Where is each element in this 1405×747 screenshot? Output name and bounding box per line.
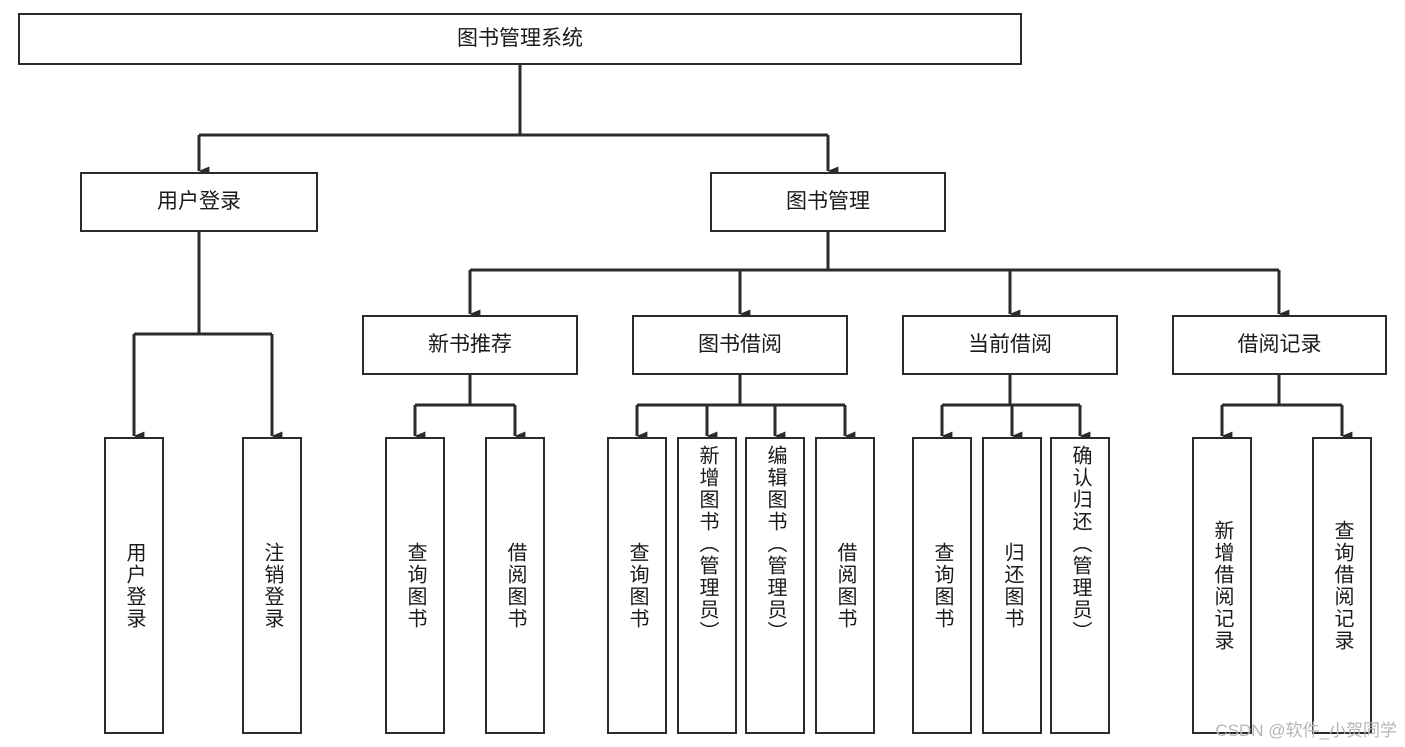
node-current-borrow[interactable]: 当前借阅 (902, 315, 1118, 375)
node-borrow-record[interactable]: 借阅记录 (1172, 315, 1387, 375)
leaf-add-borrow-record-label: 新增借阅记录 (1211, 519, 1233, 652)
leaf-query-book-current[interactable]: 查询图书 (912, 437, 972, 734)
node-new-book-recommend[interactable]: 新书推荐 (362, 315, 578, 375)
node-book-manage[interactable]: 图书管理 (710, 172, 946, 232)
node-user-login-label: 用户登录 (157, 189, 241, 213)
leaf-query-book-recommend[interactable]: 查询图书 (385, 437, 445, 734)
leaf-add-borrow-record[interactable]: 新增借阅记录 (1192, 437, 1252, 734)
node-book-borrow-label: 图书借阅 (698, 332, 782, 356)
leaf-borrow-book-recommend[interactable]: 借阅图书 (485, 437, 545, 734)
node-root-system[interactable]: 图书管理系统 (18, 13, 1022, 65)
leaf-confirm-return-admin-label: 确认归还（管理员） (1069, 445, 1091, 643)
leaf-borrow-book-label: 借阅图书 (834, 541, 856, 630)
leaf-query-borrow-record-label: 查询借阅记录 (1331, 519, 1353, 652)
csdn-watermark: CSDN @软件_小贺同学 (1215, 721, 1397, 740)
leaf-query-borrow-record[interactable]: 查询借阅记录 (1312, 437, 1372, 734)
node-borrow-record-label: 借阅记录 (1237, 332, 1322, 356)
leaf-edit-book-admin[interactable]: 编辑图书（管理员） (745, 437, 805, 734)
leaf-return-book[interactable]: 归还图书 (982, 437, 1042, 734)
node-current-borrow-label: 当前借阅 (968, 332, 1052, 356)
leaf-logout[interactable]: 注销登录 (242, 437, 302, 734)
leaf-query-book[interactable]: 查询图书 (607, 437, 667, 734)
node-root-label: 图书管理系统 (457, 26, 583, 50)
node-book-borrow[interactable]: 图书借阅 (632, 315, 848, 375)
leaf-user-login[interactable]: 用户登录 (104, 437, 164, 734)
leaf-borrow-book[interactable]: 借阅图书 (815, 437, 875, 734)
leaf-confirm-return-admin[interactable]: 确认归还（管理员） (1050, 437, 1110, 734)
node-new-book-recommend-label: 新书推荐 (428, 332, 512, 356)
leaf-query-book-recommend-label: 查询图书 (404, 541, 426, 630)
leaf-logout-label: 注销登录 (261, 541, 283, 630)
leaf-borrow-book-recommend-label: 借阅图书 (504, 541, 526, 630)
leaf-query-book-label: 查询图书 (626, 541, 648, 630)
leaf-query-book-current-label: 查询图书 (931, 541, 953, 630)
leaf-user-login-label: 用户登录 (123, 541, 145, 630)
leaf-add-book-admin[interactable]: 新增图书（管理员） (677, 437, 737, 734)
leaf-return-book-label: 归还图书 (1001, 541, 1023, 630)
node-user-login[interactable]: 用户登录 (80, 172, 318, 232)
leaf-add-book-admin-label: 新增图书（管理员） (696, 445, 718, 643)
node-book-manage-label: 图书管理 (786, 189, 870, 213)
leaf-edit-book-admin-label: 编辑图书（管理员） (764, 445, 786, 643)
